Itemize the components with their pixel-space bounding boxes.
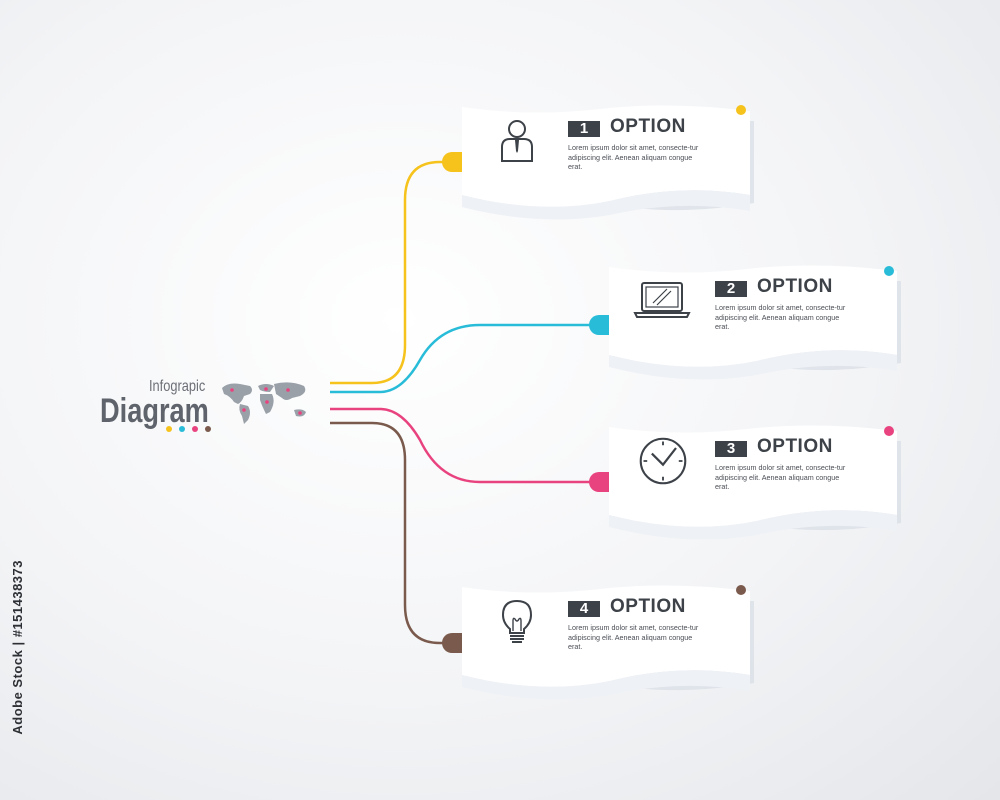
- lightbulb-icon: [501, 599, 533, 643]
- connector-tab-1: [442, 152, 462, 172]
- option-description: Lorem ipsum dolor sit amet, consecte-tur…: [568, 143, 699, 171]
- option-pin: [884, 426, 894, 436]
- connector-line-1: [330, 160, 460, 385]
- title-big-text: Diagram: [100, 392, 209, 430]
- title-dot-pink: [192, 426, 198, 432]
- stock-watermark: Adobe Stock | #151438373: [10, 560, 25, 735]
- option-pin: [736, 105, 746, 115]
- clock-icon: [639, 437, 687, 485]
- laptop-icon: [633, 282, 691, 318]
- title-dot-yellow: [166, 426, 172, 432]
- option-label: OPTION: [610, 116, 686, 137]
- title-dots: [166, 426, 211, 432]
- option-card-4[interactable]: 4 OPTION Lorem ipsum dolor sit amet, con…: [460, 583, 754, 701]
- connector-tab-2: [589, 315, 609, 335]
- connector-line-2: [330, 323, 605, 394]
- connector-tab-3: [589, 472, 609, 492]
- option-number: 4: [568, 601, 600, 617]
- title-dot-brown: [205, 426, 211, 432]
- option-card-2[interactable]: 2 OPTION Lorem ipsum dolor sit amet, con…: [607, 263, 901, 381]
- option-card-3[interactable]: 3 OPTION Lorem ipsum dolor sit amet, con…: [607, 423, 901, 541]
- option-description: Lorem ipsum dolor sit amet, consecte-tur…: [568, 623, 699, 651]
- connector-line-3: [330, 407, 605, 484]
- option-label: OPTION: [610, 596, 686, 617]
- option-card-1[interactable]: 1 OPTION Lorem ipsum dolor sit amet, con…: [460, 103, 754, 221]
- paper-banner: [462, 585, 754, 700]
- option-description: Lorem ipsum dolor sit amet, consecte-tur…: [715, 463, 846, 491]
- option-number: 3: [715, 441, 747, 457]
- option-pin: [884, 266, 894, 276]
- person-icon: [501, 120, 533, 162]
- option-number: 1: [568, 121, 600, 137]
- option-label: OPTION: [757, 436, 833, 457]
- connector-tab-4: [442, 633, 462, 653]
- paper-banner: [609, 425, 901, 540]
- title-dot-cyan: [179, 426, 185, 432]
- paper-banner: [609, 265, 901, 380]
- option-description: Lorem ipsum dolor sit amet, consecte-tur…: [715, 303, 846, 331]
- option-label: OPTION: [757, 276, 833, 297]
- title-small-text: Infograpic: [149, 378, 206, 395]
- world-map-icon: [222, 382, 306, 424]
- option-pin: [736, 585, 746, 595]
- infographic-title: Infograpic Diagram: [100, 378, 320, 438]
- connector-line-4: [330, 421, 460, 645]
- paper-banner: [462, 105, 754, 220]
- option-number: 2: [715, 281, 747, 297]
